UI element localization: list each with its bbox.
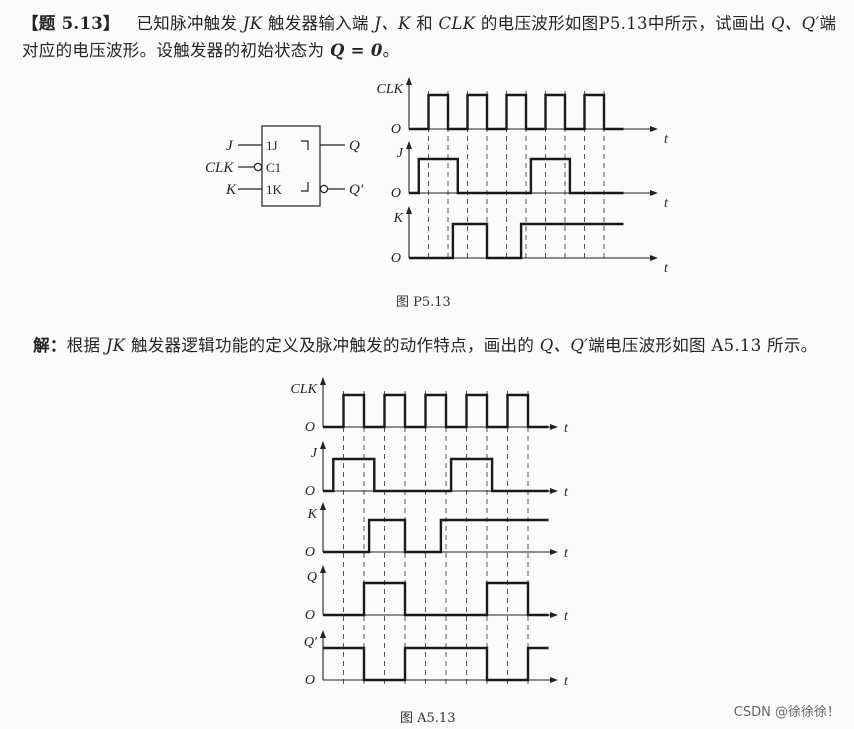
waveform-qn [323, 646, 549, 682]
solution-text-b: 触发器逻辑功能的定义及脉冲触发的动作特点，画出的 [125, 336, 540, 355]
figure-a5-13-caption: 图 A5.13 [400, 711, 456, 726]
time-axis-arrow-clk [650, 126, 658, 132]
label-c1: C1 [266, 160, 281, 175]
solution-jk: JK [105, 336, 126, 355]
time-label: t [564, 674, 569, 689]
origin-label: O [391, 186, 401, 201]
series-label-k: K [393, 211, 404, 226]
watermark: CSDN @徐徐徐！ [733, 705, 840, 720]
problem-q-vars: Q、Q′ [770, 14, 820, 33]
time-axis-arrow-j [650, 190, 658, 196]
problem-text-c: 和 [410, 14, 439, 33]
label-1j: 1J [266, 138, 278, 153]
time-axis-arrow-j [550, 488, 558, 494]
waveform-q [323, 581, 549, 617]
postponed-output-mark-qn [301, 182, 309, 192]
problem-text-a: 已知脉冲触发 [136, 14, 243, 33]
series-label-qn: Q′ [304, 635, 318, 650]
value-axis-arrow-k [320, 502, 326, 510]
time-label: t [564, 485, 569, 500]
figure-p5-13-caption: 图 P5.13 [396, 295, 451, 310]
series-label-q: Q [307, 570, 317, 585]
pin-j-label: J [226, 138, 234, 154]
time-axis-arrow-k [650, 255, 658, 261]
solution-text-a: 根据 [66, 336, 106, 355]
origin-label: O [305, 608, 315, 623]
series-label-j: J [311, 446, 318, 461]
value-axis-arrow-q [320, 565, 326, 573]
problem-statement: 【题 5.13】 已知脉冲触发 JK 触发器输入端 J、K 和 CLK 的电压波… [22, 10, 837, 64]
origin-label: O [305, 420, 315, 435]
problem-text-b: 触发器输入端 [262, 14, 375, 33]
series-label-clk: CLK [377, 82, 404, 97]
time-label: t [664, 132, 669, 147]
time-label: t [564, 421, 569, 436]
problem-jk: JK [242, 14, 263, 33]
postponed-output-mark-q [301, 140, 309, 150]
problem-jk-vars: J、K [374, 14, 411, 33]
problem-clk: CLK [438, 14, 476, 33]
value-axis-arrow-j [406, 141, 412, 149]
clk-inversion-bubble [253, 162, 263, 172]
problem-tag: 【题 5.13】 [22, 14, 120, 33]
solution-q-vars: Q、Q′ [539, 336, 589, 355]
problem-text-f: 。 [382, 41, 400, 60]
series-label-j: J [397, 146, 404, 161]
pin-clk-label: CLK [205, 160, 234, 176]
problem-text-d: 的电压波形如图P5.13中所示，试画出 [475, 14, 771, 33]
qn-inversion-bubble [319, 184, 329, 194]
time-axis-arrow-k [550, 549, 558, 555]
series-label-k: K [307, 507, 318, 522]
value-axis-arrow-clk [320, 377, 326, 385]
label-1k: 1K [266, 182, 283, 197]
time-label: t [664, 261, 669, 276]
out-qn-label: Q′ [349, 182, 364, 198]
waveform-j [323, 457, 549, 493]
origin-label: O [391, 122, 401, 137]
out-q-label: Q [349, 138, 360, 154]
solution-statement: 解：根据 JK 触发器逻辑功能的定义及脉冲触发的动作特点，画出的 Q、Q′端电压… [22, 332, 837, 359]
waveform-j [409, 157, 624, 195]
waveform-k [409, 222, 624, 260]
value-axis-arrow-k [406, 206, 412, 214]
origin-label: O [391, 251, 401, 266]
jk-flip-flop-symbol [238, 125, 345, 207]
value-axis-arrow-clk [406, 77, 412, 85]
origin-label: O [305, 545, 315, 560]
origin-label: O [305, 484, 315, 499]
solution-tag: 解： [33, 336, 67, 355]
time-axis-arrow-q [550, 612, 558, 618]
time-axis-arrow-qn [550, 677, 558, 683]
problem-initial-state: Q = 0 [329, 41, 383, 60]
pin-k-label: K [225, 182, 237, 198]
time-axis-arrow-clk [550, 424, 558, 430]
time-label: t [564, 609, 569, 624]
waveform-clk [323, 393, 549, 429]
time-label: t [564, 546, 569, 561]
time-label: t [664, 196, 669, 211]
value-axis-arrow-qn [320, 630, 326, 638]
waveform-k [323, 518, 549, 554]
solution-text-c: 端电压波形如图 A5.13 所示。 [588, 336, 818, 355]
problem-text-e: 端对应的电压波形。设触发器的初始状态为 [22, 14, 837, 60]
series-label-clk: CLK [291, 382, 318, 397]
waveform-clk [409, 93, 624, 131]
origin-label: O [305, 673, 315, 688]
value-axis-arrow-j [320, 441, 326, 449]
